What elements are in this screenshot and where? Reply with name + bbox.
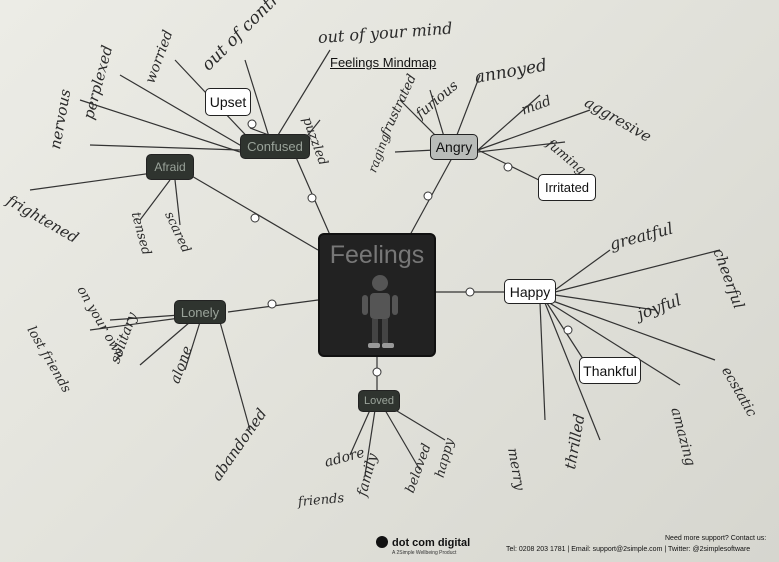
mindmap-title: Feelings Mindmap <box>330 55 437 70</box>
node-loved: Loved <box>358 390 400 412</box>
footer-brand: dot com digital <box>392 537 471 549</box>
center-node: Feelings <box>318 233 436 357</box>
footer-brand-sub: A 2Simple Wellbeing Product <box>392 550 457 556</box>
node-happy: Happy <box>504 279 556 304</box>
node-lonely: Lonely <box>174 300 226 324</box>
footer-support-contacts: Tel: 0208 203 1781 | Email: support@2sim… <box>506 546 751 553</box>
center-label: Feelings <box>329 241 425 269</box>
node-angry: Angry <box>430 134 478 160</box>
node-afraid: Afraid <box>146 154 194 180</box>
node-irritated: Irritated <box>538 174 596 201</box>
node-thankful: Thankful <box>579 357 641 384</box>
person-figure-icon <box>362 275 398 348</box>
brand-logo-icon <box>376 536 388 548</box>
node-confused: Confused <box>240 134 310 159</box>
node-upset: Upset <box>205 88 251 116</box>
footer-support-heading: Need more support? Contact us: <box>665 535 767 542</box>
